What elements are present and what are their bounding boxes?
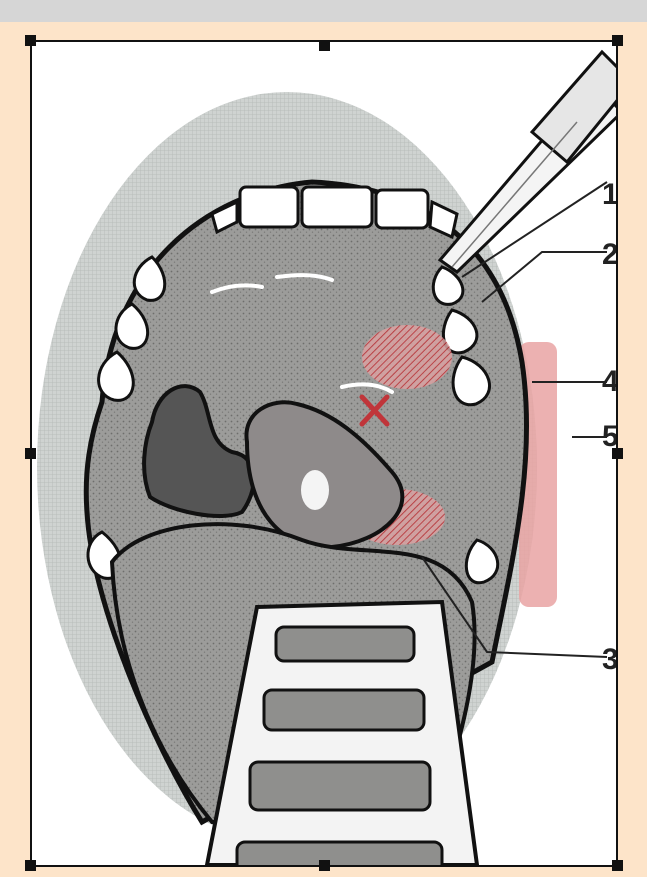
oral-cavity-illustration (32, 42, 616, 865)
resize-handle-middle-right[interactable] (612, 448, 623, 459)
resize-handle-top-left[interactable] (25, 35, 36, 46)
image-selection-frame[interactable]: 1 2 3 4 5 (30, 40, 618, 867)
label-2: 2 (602, 240, 618, 270)
resize-handle-bottom-left[interactable] (25, 860, 36, 871)
resize-handle-top-right[interactable] (612, 35, 623, 46)
syringe-instrument (440, 52, 616, 272)
label-1: 1 (602, 180, 618, 210)
resize-handle-bottom-middle[interactable] (319, 860, 330, 871)
resize-handle-bottom-right[interactable] (612, 860, 623, 871)
label-4: 4 (602, 367, 618, 397)
label-3: 3 (602, 645, 618, 675)
hatched-zone-upper (362, 325, 452, 389)
top-toolbar-strip (0, 0, 647, 22)
resize-handle-top-middle[interactable] (319, 40, 330, 51)
tonsil-highlight (301, 470, 329, 510)
resize-handle-middle-left[interactable] (25, 448, 36, 459)
